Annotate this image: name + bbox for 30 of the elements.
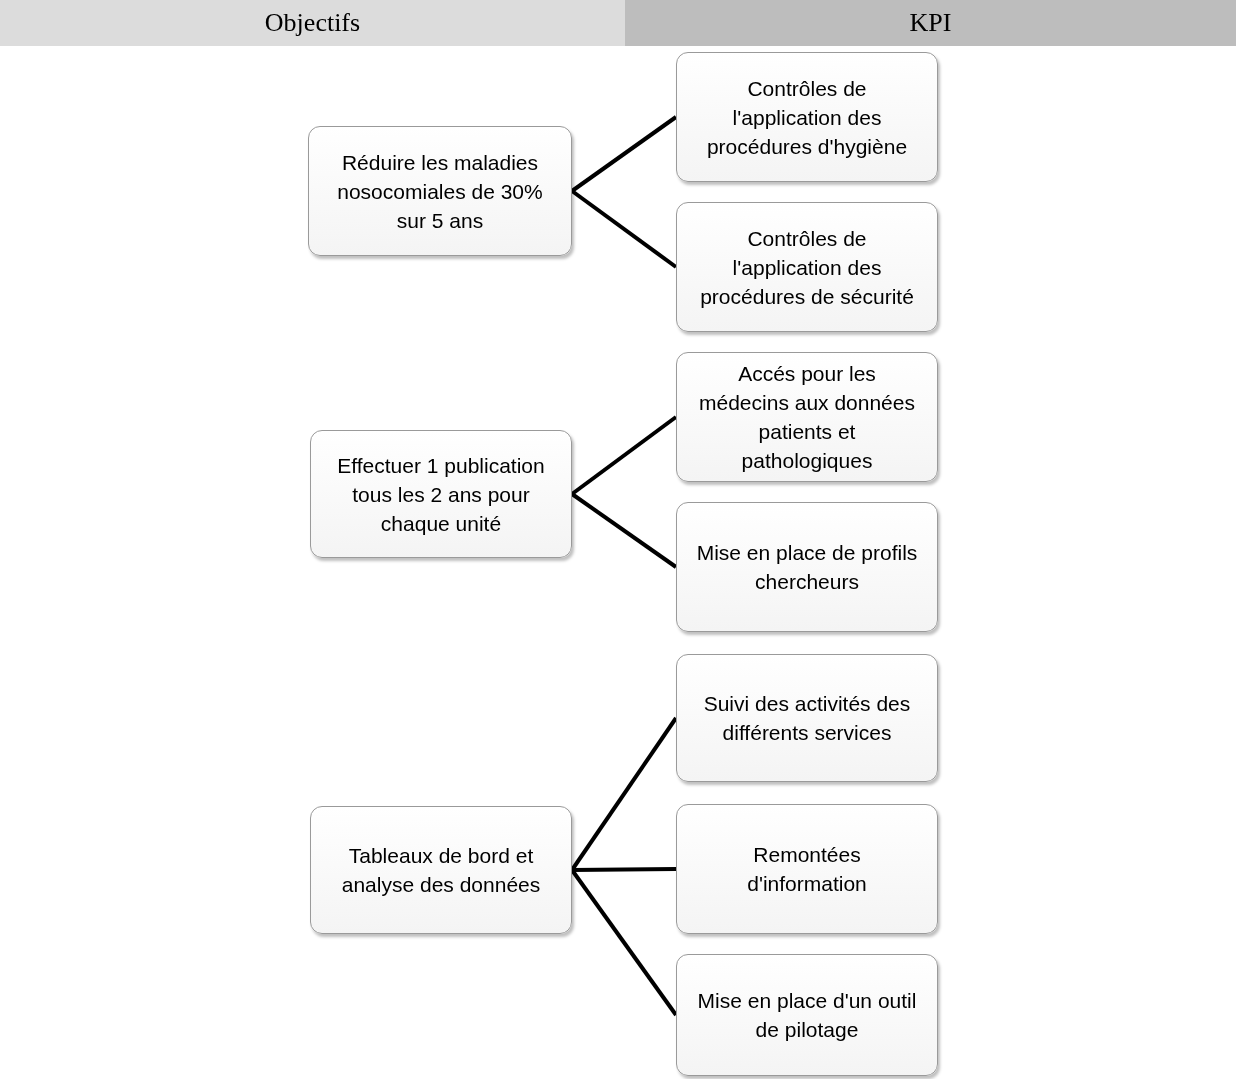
rounded-box [308, 126, 572, 256]
connector-line [571, 867, 677, 872]
connector-line [570, 415, 678, 496]
box-text: Remontées d'information [746, 842, 868, 897]
rounded-box [676, 202, 938, 332]
box-text: Tableaux de bord et analyse des données [340, 843, 542, 898]
box-text: Contrôles de l'application des procédures de sécurité [699, 225, 915, 310]
box-text: Suivi des activités des différents services [702, 691, 912, 746]
rounded-box [676, 654, 938, 782]
connector-line [570, 492, 678, 569]
box-text: Mise en place de profils chercheurs [695, 540, 919, 595]
connector-line [570, 868, 678, 1017]
header-text: Objectifs [264, 8, 361, 38]
rounded-box [676, 352, 938, 482]
rounded-box [676, 954, 938, 1076]
rounded-box [310, 806, 572, 934]
column-header-band [0, 0, 625, 46]
box-text: Mise en place d'un outil de pilotage [696, 988, 918, 1043]
box-text: Accés pour les médecins aux données patients et pathologiques [698, 361, 916, 474]
rounded-box [676, 502, 938, 632]
connector-line [570, 189, 678, 269]
rounded-box [676, 52, 938, 182]
box-text: Contrôles de l'application des procédures d'hygiène [705, 75, 909, 160]
box-text: Réduire les maladies nosocomiales de 30% sur 5 ans [336, 149, 544, 234]
box-text: Effectuer 1 publication tous les 2 ans pour chaque unité [336, 452, 546, 537]
column-header-band [625, 0, 1236, 46]
connector-line [570, 115, 678, 193]
rounded-box [676, 804, 938, 934]
header-text: KPI [909, 8, 952, 38]
rounded-box [310, 430, 572, 558]
